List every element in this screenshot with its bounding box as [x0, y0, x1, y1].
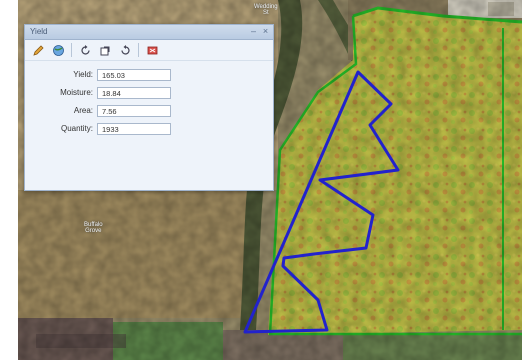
yield-label: Yield: — [73, 70, 93, 79]
window-title: Yield — [30, 27, 48, 36]
pencil-icon[interactable] — [31, 43, 45, 57]
remove-icon[interactable] — [145, 43, 159, 57]
moisture-row: Moisture: 18.84 — [25, 85, 273, 100]
map-place-label: Buffalo Grove — [84, 222, 103, 234]
field-stats: Yield: 165.03 Moisture: 18.84 Area: 7.56… — [25, 61, 273, 136]
quantity-field[interactable]: 1933 — [97, 122, 171, 135]
rotate-icon[interactable] — [78, 43, 92, 57]
yield-info-window: Yield – × Yield: 165.03 Moisture: — [24, 24, 274, 191]
refresh-icon[interactable] — [118, 43, 132, 57]
quantity-label: Quantity: — [60, 124, 93, 133]
boundary-polygon — [243, 70, 400, 334]
area-row: Area: 7.56 — [25, 103, 273, 118]
layer-copy-icon[interactable] — [98, 43, 112, 57]
close-icon[interactable]: × — [262, 26, 269, 36]
yield-row: Yield: 165.03 — [25, 67, 273, 82]
yield-field[interactable]: 165.03 — [97, 68, 171, 81]
window-title-bar[interactable]: Yield – × — [25, 25, 273, 40]
area-field[interactable]: 7.56 — [97, 104, 171, 117]
moisture-label: Moisture: — [60, 88, 93, 97]
toolbar-separator — [71, 43, 72, 57]
moisture-field[interactable]: 18.84 — [97, 86, 171, 99]
toolbar-separator — [138, 43, 139, 57]
toolbar — [25, 40, 273, 61]
minimize-icon[interactable]: – — [250, 26, 256, 36]
map-road-label: Wedding St — [254, 4, 278, 16]
globe-icon[interactable] — [51, 43, 65, 57]
quantity-row: Quantity: 1933 — [25, 121, 273, 136]
area-label: Area: — [73, 106, 93, 115]
